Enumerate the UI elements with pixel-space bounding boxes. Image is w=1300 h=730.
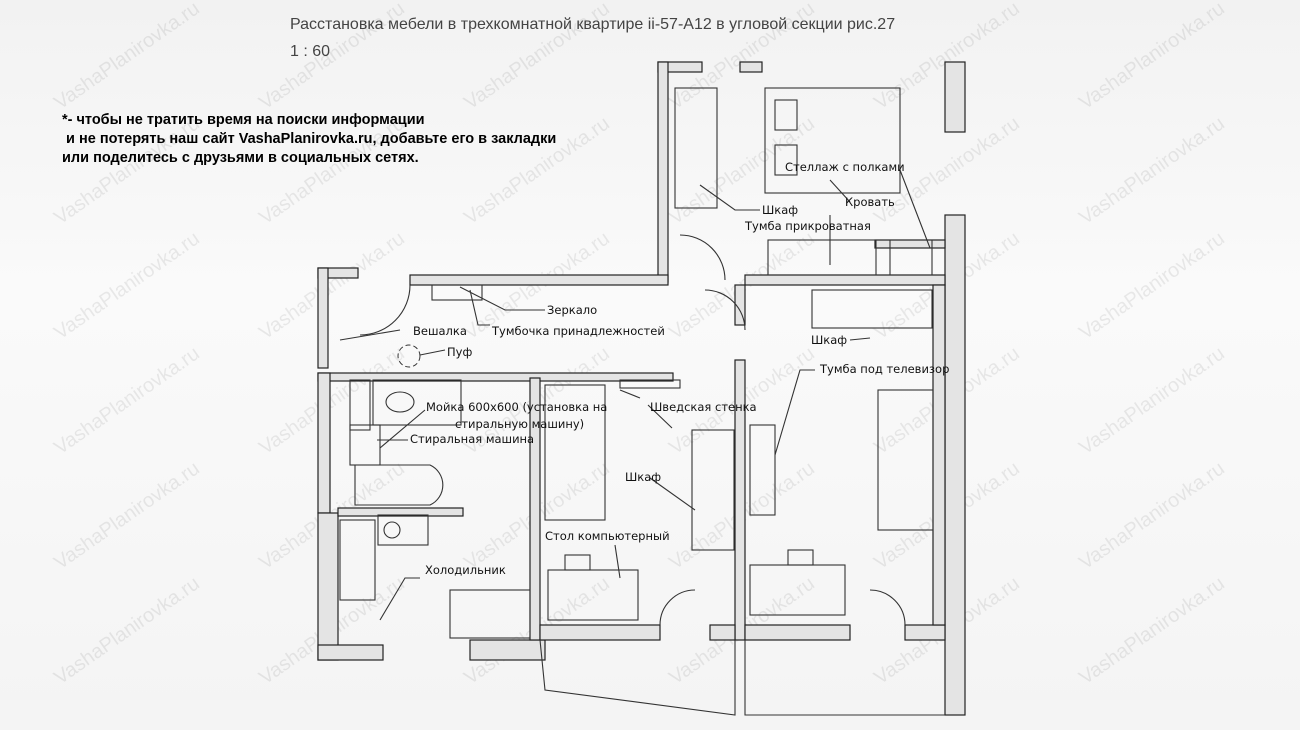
watermark-text: VashaPlanirovka.ru — [50, 112, 203, 229]
watermark-text: VashaPlanirovka.ru — [255, 0, 408, 114]
plan-scale: 1 : 60 — [290, 43, 331, 60]
plan-title: Расстановка мебели в трехкомнатной кварт… — [290, 16, 896, 33]
watermark-text: VashaPlanirovka.ru — [255, 112, 408, 229]
bookmark-note: *- чтобы не тратить время на поиски инфо… — [62, 112, 557, 166]
label-accessories-stand: Тумбочка принадлежностей — [491, 324, 665, 338]
watermark-text: VashaPlanirovka.ru — [665, 0, 818, 114]
label-wardrobe-bedroom: Шкаф — [762, 203, 798, 217]
leader-lines — [339, 169, 931, 621]
label-wardrobe-kids: Шкаф — [625, 470, 661, 484]
watermark-text: VashaPlanirovka.ru — [50, 342, 203, 459]
label-sink-1: Мойка 600x600 (установка на — [426, 400, 607, 414]
watermark-text: VashaPlanirovka.ru — [255, 227, 408, 344]
label-bed: Кровать — [845, 195, 895, 209]
watermark-text: VashaPlanirovka.ru — [50, 572, 203, 689]
watermark-text: VashaPlanirovka.ru — [1075, 342, 1228, 459]
label-tv-stand: Тумба под телевизор — [819, 362, 949, 376]
watermark-text: VashaPlanirovka.ru — [50, 457, 203, 574]
label-nightstand: Тумба прикроватная — [744, 219, 871, 233]
watermark-text: VashaPlanirovka.ru — [1075, 227, 1228, 344]
label-fridge: Холодильник — [425, 563, 506, 577]
walls — [317, 61, 966, 716]
label-shelving: Стеллаж с полками — [785, 160, 905, 174]
label-mirror: Зеркало — [547, 303, 597, 317]
label-computer-desk: Стол компьютерный — [545, 529, 670, 543]
label-wardrobe-living: Шкаф — [811, 333, 847, 347]
label-hanger: Вешалка — [413, 324, 467, 338]
watermark-text: VashaPlanirovka.ru — [460, 112, 613, 229]
watermark-text: VashaPlanirovka.ru — [1075, 0, 1228, 114]
watermark-text: VashaPlanirovka.ru — [1075, 572, 1228, 689]
label-sink-2: стиральную машину) — [455, 417, 584, 431]
label-washing-machine: Стиральная машина — [410, 432, 534, 446]
labels: Стеллаж с полками Шкаф Кровать Тумба при… — [410, 160, 949, 577]
watermark-text: VashaPlanirovka.ru — [50, 0, 203, 114]
watermark-text: VashaPlanirovka.ru — [1075, 112, 1228, 229]
watermark-text: VashaPlanirovka.ru — [460, 0, 613, 114]
watermark-text: VashaPlanirovka.ru — [1075, 457, 1228, 574]
label-pouf: Пуф — [447, 345, 472, 359]
label-swedish-wall: Шведская стенка — [650, 400, 757, 414]
watermark-text: VashaPlanirovka.ru — [50, 227, 203, 344]
furniture — [339, 87, 934, 639]
